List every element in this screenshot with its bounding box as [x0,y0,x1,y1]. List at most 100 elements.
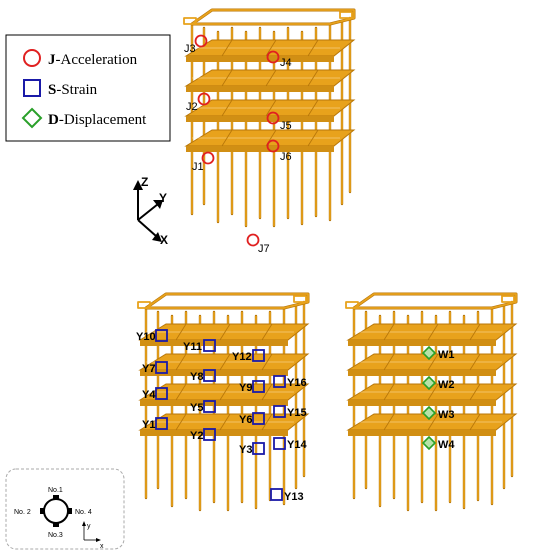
inset-y-arrow-icon [82,521,86,526]
gauge-label-y6: Y6 [239,414,252,426]
square-marker-icon [23,79,41,97]
gauge-label-y14: Y14 [287,439,307,451]
gauge-label-y8: Y8 [190,371,203,383]
legend-item-acceleration: J-Acceleration [23,49,138,68]
z-arrow-icon [133,180,143,190]
svg-text:D-Displacement: D-Displacement [48,112,147,128]
strain-gauge-marker [252,380,265,393]
pipe-section-inset: No.1 No. 2 No.3 No. 4 y x [5,468,125,550]
legend-item-strain: S-Strain [23,79,98,98]
strain-gauge-marker [155,361,168,374]
gauge-label-y10: Y10 [136,331,156,343]
gauge-label-y2: Y2 [190,430,203,442]
legend-frame [5,34,171,142]
inset-frame [5,468,125,550]
legend-label: -Strain [56,82,97,98]
sensor-label-j7: J7 [258,243,270,255]
diamond-marker-icon [21,107,43,129]
sensor-label-j1: J1 [192,161,204,173]
gauge-label-y7: Y7 [142,363,155,375]
legend-item-displacement: D-Displacement [21,107,147,129]
strain-gauge-marker [252,412,265,425]
acceleration-sensor-marker [197,92,211,106]
sensor-label-j6: J6 [280,151,292,163]
gauge-label-y11: Y11 [183,341,202,353]
scaffold-strain [136,292,310,512]
displacement-sensors [421,345,437,451]
inset-axis-label-y: y [87,523,91,530]
legend-letter: D [48,112,59,128]
strain-gauge-marker [155,387,168,400]
gauge-label-y3: Y3 [239,444,252,456]
strain-gauge-marker [252,349,265,362]
acceleration-sensor-marker [266,50,280,64]
displacement-label-w4: W4 [438,439,455,451]
gauge-pad-icon [53,523,59,527]
legend: J-Acceleration S-Strain D-Displacement [5,34,171,142]
legend-label: -Displacement [59,112,147,128]
x-axis-line [137,219,157,237]
scaffold-top [182,8,356,228]
sensor-label-j3: J3 [184,43,196,55]
circle-marker-icon [23,49,41,67]
gauge-pad-icon [53,495,59,499]
gauge-label-y5: Y5 [190,402,203,414]
sensor-label-j4: J4 [280,57,292,69]
acceleration-sensor-marker [201,151,215,165]
sensor-label-j5: J5 [280,120,292,132]
legend-label: -Acceleration [56,52,138,68]
acceleration-sensors [194,34,280,247]
gauge-label-y13: Y13 [284,491,304,503]
axis-label-z: Z [141,175,148,189]
strain-gauge-marker [155,417,168,430]
gauge-label-y4: Y4 [142,389,156,401]
strain-gauge-marker [273,375,286,388]
pipe-label-no4: No. 4 [75,509,92,516]
acceleration-sensor-marker [266,139,280,153]
strain-gauge-marker [273,405,286,418]
gauge-label-y16: Y16 [287,377,307,389]
y-axis-line [137,203,159,221]
strain-gauge-marker [203,428,216,441]
gauge-label-y15: Y15 [287,407,307,419]
displacement-sensor-marker [421,435,437,451]
gauge-label-y1: Y1 [142,419,155,431]
y-arrow-icon [153,200,163,209]
coordinate-axes [133,180,163,242]
gauge-label-y9: Y9 [239,382,252,394]
inset-axis-label-x: x [100,543,104,550]
gauge-pad-icon [68,508,72,514]
svg-text:S-Strain: S-Strain [48,82,98,98]
pipe-label-no3: No.3 [48,532,63,539]
x-arrow-icon [152,232,162,242]
strain-gauge-marker [270,488,283,501]
scaffold-displacement [344,292,518,512]
displacement-sensor-marker [421,345,437,361]
strain-gauge-marker [203,400,216,413]
axis-label-x: X [160,233,168,247]
legend-letter: J [48,52,56,68]
strain-gauge-marker [252,442,265,455]
acceleration-sensor-marker [266,111,280,125]
pipe-label-no1: No.1 [48,487,63,494]
axis-label-y: Y [159,191,167,205]
displacement-label-w3: W3 [438,409,455,421]
pipe-label-no2: No. 2 [14,509,31,516]
legend-letter: S [48,82,56,98]
acceleration-sensor-marker [246,233,260,247]
strain-gauges [155,329,286,501]
displacement-label-w2: W2 [438,379,455,391]
strain-gauge-marker [203,339,216,352]
strain-gauge-marker [155,329,168,342]
strain-gauge-marker [203,369,216,382]
acceleration-sensor-marker [194,34,208,48]
displacement-label-w1: W1 [438,349,455,361]
sensor-label-j2: J2 [186,101,198,113]
gauge-label-y12: Y12 [232,351,252,363]
svg-text:J-Acceleration: J-Acceleration [48,52,138,68]
inset-x-arrow-icon [96,538,101,542]
displacement-sensor-marker [421,405,437,421]
strain-gauge-marker [273,437,286,450]
gauge-pad-icon [40,508,44,514]
